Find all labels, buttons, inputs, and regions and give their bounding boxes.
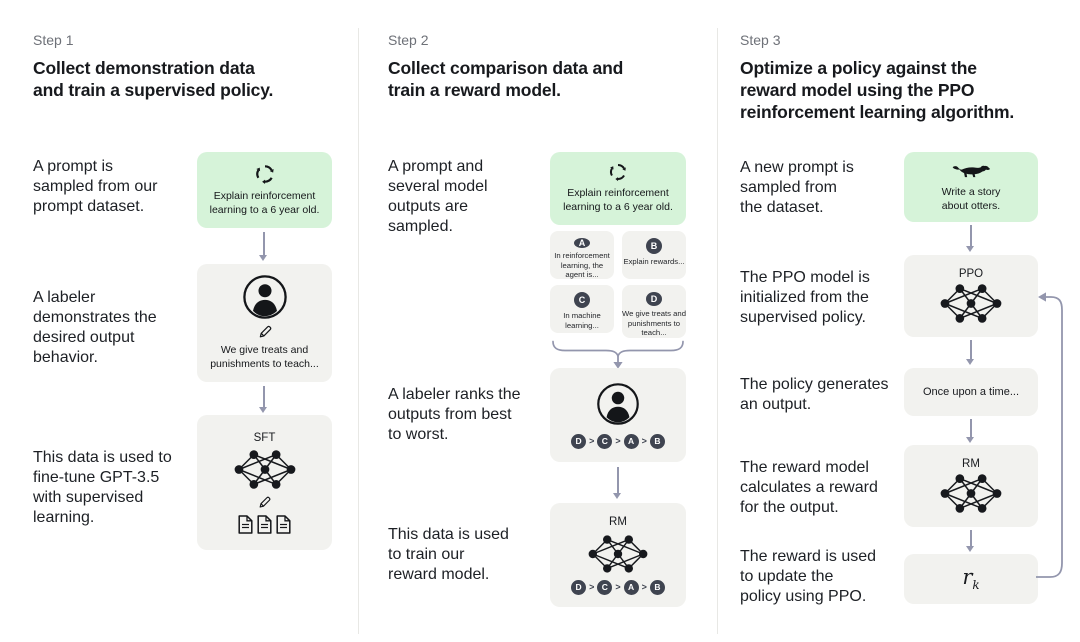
step2-caption-train: This data is used to train our reward mo…	[388, 526, 509, 583]
rank-chip: C	[597, 579, 613, 595]
flow-arrow	[613, 467, 623, 499]
rank-separator: >	[641, 436, 647, 446]
column-divider	[358, 28, 359, 634]
rank-separator: >	[589, 582, 595, 592]
flow-arrow	[966, 530, 976, 552]
pencil-icon	[259, 496, 271, 508]
prompt-text: Explain reinforcement learning to a 6 ye…	[209, 189, 320, 216]
ranking-d-c-a-b: D > C > A > B	[571, 579, 665, 595]
model-title: RM	[962, 458, 980, 470]
refresh-cycle-icon	[253, 165, 275, 185]
flow-arrow	[966, 419, 976, 443]
person-in-circle-icon	[242, 275, 287, 320]
step3-output-box: Once upon a time...	[904, 368, 1038, 416]
step2-caption-rank: A labeler ranks the outputs from best to…	[388, 386, 521, 443]
model-title: RM	[609, 515, 627, 528]
person-in-circle-icon	[597, 382, 639, 425]
refresh-cycle-icon	[608, 164, 627, 183]
prompt-text: Write a story about otters.	[941, 186, 1001, 212]
step2-prompt-box: Explain reinforcement learning to a 6 ye…	[550, 152, 686, 225]
flow-arrow	[259, 232, 269, 261]
step3-reward-box: rk	[904, 554, 1038, 604]
flow-arrow	[259, 386, 269, 413]
model-title: PPO	[958, 268, 984, 280]
neural-network-icon	[940, 284, 1002, 323]
output-card-d: D We give treats and punishments to teac…	[622, 285, 686, 338]
step3-caption-output: The policy generates an output.	[740, 376, 889, 413]
step3-caption-prompt: A new prompt is sampled from the dataset…	[740, 159, 854, 216]
step3-caption-init: The PPO model is initialized from the su…	[740, 269, 870, 326]
flow-arrow	[966, 225, 976, 252]
output-card-b: B Explain rewards...	[622, 231, 686, 279]
output-card-a: A In reinforcement learning, the agent i…	[550, 231, 614, 279]
rank-separator: >	[589, 436, 595, 446]
step2-labeler-rank-box: D > C > A > B	[550, 368, 686, 462]
document-icon	[238, 514, 253, 534]
output-card-c: C In machine learning...	[550, 285, 614, 333]
documents-icon	[238, 514, 291, 534]
step1-caption-finetune: This data is used to fine-tune GPT-3.5 w…	[33, 449, 172, 526]
document-icon	[276, 514, 291, 534]
step2-caption-prompt: A prompt and several model outputs are s…	[388, 158, 488, 235]
step3-rm-model-box: RM	[904, 445, 1038, 527]
rank-separator: >	[641, 582, 647, 592]
rank-separator: >	[615, 436, 621, 446]
neural-network-icon	[588, 534, 648, 573]
step1-heading: Collect demonstration data and train a s…	[33, 58, 274, 100]
brace-connector-arrow	[552, 340, 684, 369]
column-divider	[717, 28, 718, 634]
step3-heading: Optimize a policy against the reward mod…	[740, 58, 1015, 122]
step3-prompt-box: Write a story about otters.	[904, 152, 1038, 222]
rank-chip: D	[571, 433, 587, 449]
rank-chip: B	[649, 579, 665, 595]
otter-icon	[952, 166, 990, 178]
step3-label: Step 3	[740, 32, 781, 48]
step3-ppo-model-box: PPO	[904, 255, 1038, 337]
step3-caption-reward: The reward model calculates a reward for…	[740, 459, 878, 516]
step1-labeler-box: We give treats and punishments to teach.…	[197, 264, 332, 382]
step2-label: Step 2	[388, 32, 429, 48]
pencil-icon	[259, 326, 271, 338]
rank-chip: A	[623, 433, 639, 449]
step1-sft-model-box: SFT	[197, 415, 332, 550]
card-letter-badge: C	[574, 292, 590, 308]
rank-chip: D	[571, 579, 587, 595]
step3-caption-update: The reward is used to update the policy …	[740, 548, 877, 605]
ranking-d-c-a-b: D > C > A > B	[571, 433, 665, 449]
prompt-text: Explain reinforcement learning to a 6 ye…	[563, 187, 673, 213]
card-letter-badge: A	[574, 238, 590, 248]
rank-chip: A	[623, 579, 639, 595]
document-icon	[257, 514, 272, 534]
neural-network-icon	[234, 449, 295, 489]
demonstration-text: We give treats and punishments to teach.…	[210, 344, 319, 370]
step2-heading: Collect comparison data and train a rewa…	[388, 58, 624, 100]
rank-chip: C	[597, 433, 613, 449]
reward-value: rk	[962, 565, 980, 593]
step1-caption-labeler: A labeler demonstrates the desired outpu…	[33, 289, 157, 366]
feedback-loop-arrow	[1036, 292, 1063, 578]
card-letter-badge: D	[646, 292, 662, 307]
generated-output-text: Once upon a time...	[923, 386, 1019, 398]
flow-arrow	[966, 340, 976, 365]
step1-caption-prompt: A prompt is sampled from our prompt data…	[33, 158, 158, 215]
step1-prompt-box: Explain reinforcement learning to a 6 ye…	[197, 152, 332, 228]
rank-chip: B	[649, 433, 665, 449]
step1-label: Step 1	[33, 32, 74, 48]
neural-network-icon	[940, 474, 1002, 513]
rank-separator: >	[615, 582, 621, 592]
step2-rm-model-box: RM D > C > A > B	[550, 503, 686, 607]
model-title: SFT	[253, 431, 276, 444]
card-letter-badge: B	[646, 238, 662, 254]
